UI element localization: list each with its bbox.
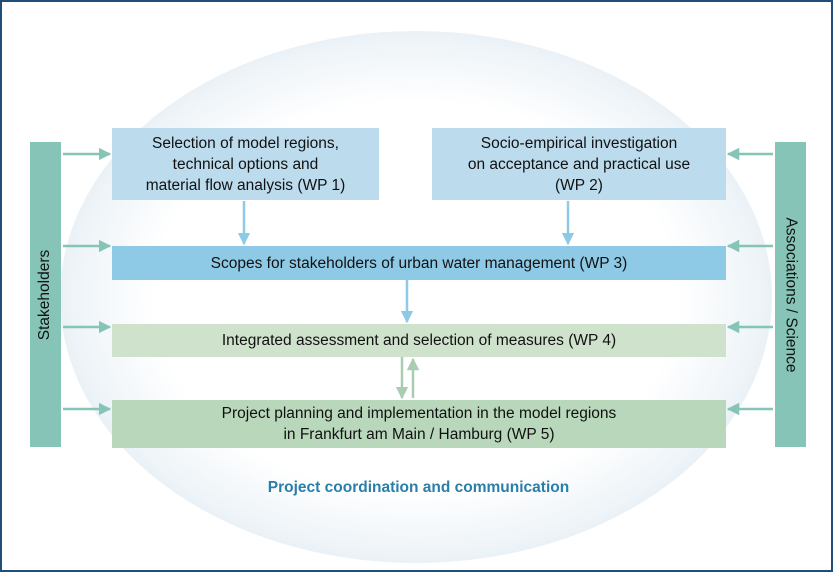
wp3-text: Scopes for stakeholders of urban water m… (210, 254, 628, 272)
wp5-text: Project planning and implementation in t… (221, 405, 617, 443)
project-coordination-label: Project coordination and communication (267, 479, 570, 496)
wp5-box: Project planning and implementation in t… (112, 400, 726, 448)
stakeholders-bar: Stakeholders (30, 142, 61, 447)
wp4-text: Integrated assessment and selection of m… (221, 332, 617, 349)
wp2-text: Socio-empirical investigation on accepta… (467, 134, 691, 194)
wp4-box: Integrated assessment and selection of m… (112, 324, 726, 357)
wp1-text: Selection of model regions, technical op… (145, 134, 346, 194)
associations-science-label: Associations / Science (782, 216, 800, 373)
wp3-box: Scopes for stakeholders of urban water m… (112, 246, 726, 280)
associations-science-bar: Associations / Science (775, 142, 806, 447)
wp2-box: Socio-empirical investigation on accepta… (432, 128, 726, 200)
stakeholders-label: Stakeholders (36, 249, 54, 340)
background-ellipse (60, 31, 772, 563)
wp1-box: Selection of model regions, technical op… (112, 128, 379, 200)
